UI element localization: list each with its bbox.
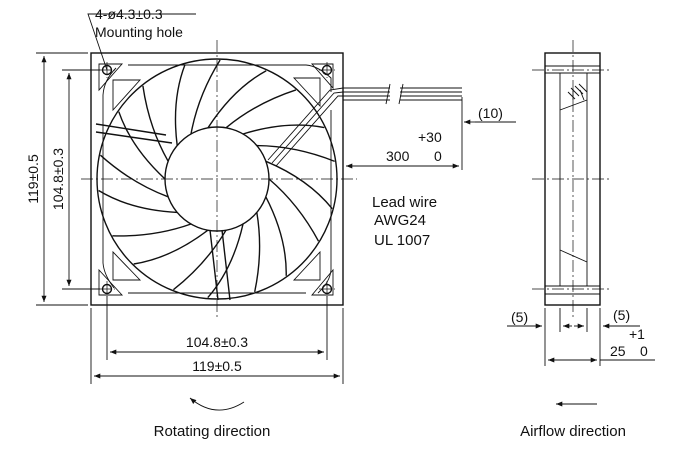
rotating-direction-indicator: Rotating direction — [154, 397, 271, 440]
lead-wire-tolerance-lower: 0 — [434, 148, 442, 164]
fan-frame-inner-contour — [102, 64, 332, 294]
side-right-flange: (5) — [613, 307, 630, 323]
fan-side-view — [532, 40, 612, 320]
impeller-blade — [265, 178, 320, 276]
lead-wire-tolerance-upper: +30 — [418, 129, 442, 145]
height-dimension-pitch: 104.8±0.3 — [50, 69, 100, 290]
lead-wires — [267, 83, 462, 167]
height-pitch-value: 104.8±0.3 — [50, 148, 66, 210]
lead-wire-length: 300 — [386, 148, 410, 164]
side-view-dimensions: (5) (5) +1 25 0 — [507, 307, 655, 366]
fan-front-view — [81, 40, 462, 320]
airflow-direction-label: Airflow direction — [520, 423, 626, 440]
impeller-blade — [99, 111, 169, 198]
lead-wire-spec: Lead wire AWG24 UL 1007 — [372, 194, 437, 249]
height-outer-value: 119±0.5 — [25, 154, 41, 204]
width-dimension-pitch: 104.8±0.3 — [106, 296, 328, 360]
airflow-direction-indicator: Airflow direction — [520, 401, 626, 440]
side-tolerance-lower: 0 — [640, 343, 648, 359]
impeller-blade — [190, 59, 267, 135]
impeller-blade — [207, 212, 261, 299]
width-outer-value: 119±0.5 — [192, 358, 242, 374]
width-pitch-value: 104.8±0.3 — [186, 334, 248, 350]
mounting-hole-spec: 4-ø4.3±0.3 — [95, 6, 163, 22]
width-dimension-outer: 119±0.5 — [90, 308, 344, 384]
height-dimension-outer: 119±0.5 — [25, 52, 88, 306]
impeller-blade — [225, 89, 325, 135]
impeller-blade — [133, 229, 227, 291]
lead-wire-gauge: AWG24 — [374, 212, 426, 229]
lead-wire-standard: UL 1007 — [374, 232, 430, 249]
impeller-blades — [98, 59, 335, 299]
impeller-blade — [98, 189, 192, 237]
fan-corner-pockets — [98, 63, 334, 296]
side-depth: 25 — [610, 343, 626, 359]
side-tolerance-upper: +1 — [629, 326, 645, 342]
lead-wire-tip-length: (10) — [478, 105, 503, 121]
impeller-blade — [256, 144, 335, 210]
rotating-direction-label: Rotating direction — [154, 423, 271, 440]
rotating-direction-arrow-icon — [189, 397, 245, 411]
mounting-hole-callout: 4-ø4.3±0.3 Mounting hole — [87, 6, 196, 71]
side-view-wires — [570, 83, 588, 97]
impeller-blade — [142, 64, 186, 162]
lead-wire-title: Lead wire — [372, 194, 437, 211]
lead-wire-dimensions: (10) +30 300 0 — [346, 97, 516, 170]
mounting-hole-label: Mounting hole — [95, 24, 183, 40]
side-left-flange: (5) — [511, 309, 528, 325]
